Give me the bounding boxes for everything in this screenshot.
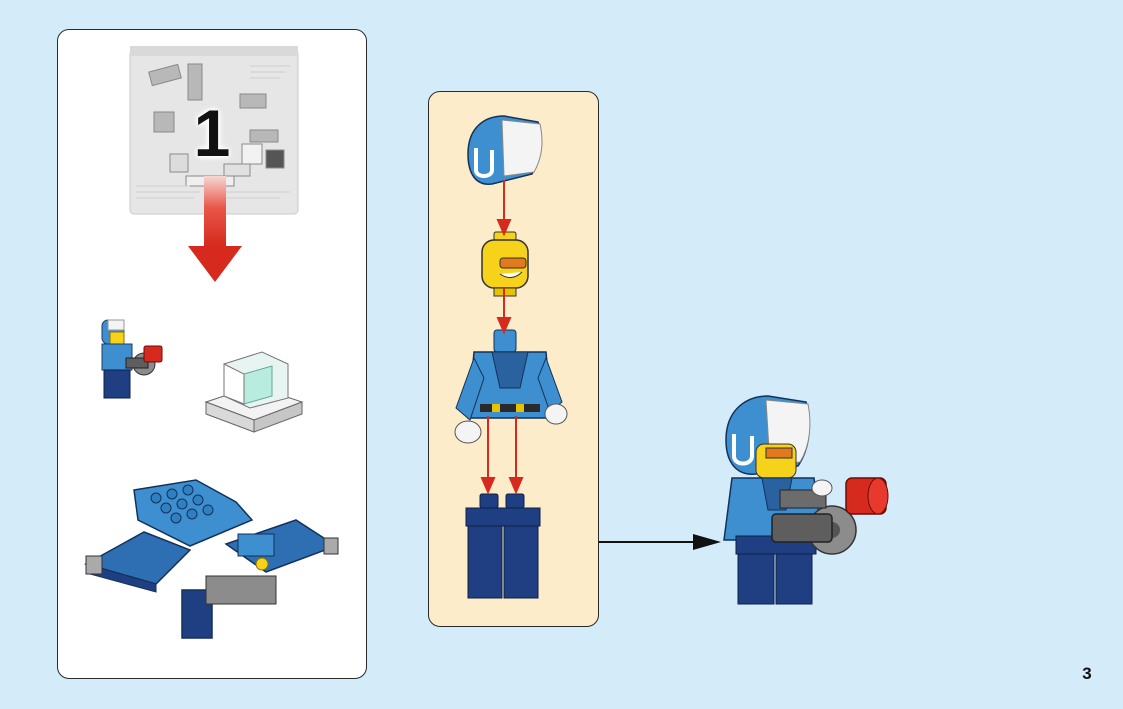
completed-minifigure-icon	[723, 395, 889, 605]
down-arrow-icon	[188, 176, 242, 282]
page-number: 3	[1082, 664, 1092, 683]
hat-icon	[467, 115, 543, 185]
saw-tool-icon	[771, 477, 889, 555]
parts-bag-icon	[129, 46, 299, 215]
right-arrow-icon	[599, 534, 721, 550]
minifigure-icon	[101, 319, 163, 399]
snowmobile-icon	[84, 479, 339, 639]
torso-icon	[454, 329, 568, 444]
ice-block-icon	[204, 351, 304, 433]
head-icon	[481, 231, 529, 297]
legs-icon	[465, 493, 541, 599]
assembly-arrows	[480, 180, 524, 495]
bag-number: 1	[193, 96, 231, 170]
